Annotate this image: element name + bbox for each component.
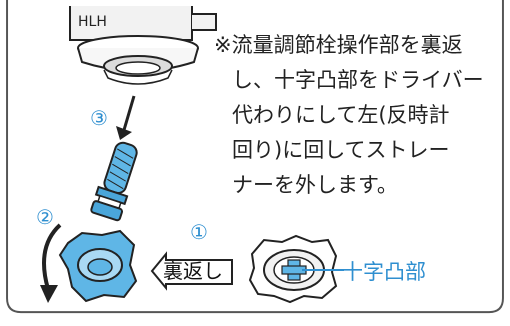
- note-line-5: ナーを外します。: [232, 173, 398, 197]
- note-line-2: し、十字凸部をドライバー: [232, 68, 484, 92]
- flip-label: 裏返し: [163, 259, 223, 283]
- cross-protrusion-label: 十字凸部: [342, 260, 426, 284]
- note-line-4: 回り)に回してストレー: [232, 138, 450, 162]
- flip-arrow-box: [150, 251, 233, 291]
- note-line-1: ※流量調節栓操作部を裏返: [214, 33, 463, 57]
- note-line-3: 代わりにして左(反時計: [232, 103, 450, 127]
- svg-text:HLH: HLH: [78, 14, 107, 30]
- faucet-body-illustration: HLH: [69, 6, 217, 85]
- instruction-note: ※流量調節栓操作部を裏返 し、十字凸部をドライバー 代わりにして左(反時計 回り…: [214, 28, 508, 203]
- knob-back-view-illustration: [248, 234, 344, 304]
- step-3-label: ③: [90, 106, 108, 130]
- arrow-down-icon: [116, 95, 136, 140]
- step-2-label: ②: [36, 205, 54, 229]
- flow-knob-illustration: [40, 223, 138, 303]
- panel-frame: [6, 0, 504, 314]
- strainer-illustration: [90, 141, 138, 222]
- step-1-label: ①: [190, 220, 208, 244]
